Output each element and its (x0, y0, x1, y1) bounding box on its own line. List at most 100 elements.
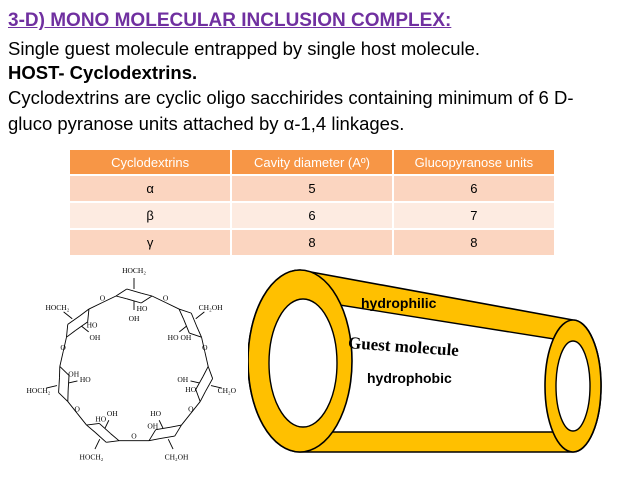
bond-line (195, 376, 204, 390)
bond-line (79, 308, 90, 317)
bond-line (67, 375, 70, 391)
bond-line (195, 311, 205, 320)
bond-line (190, 401, 201, 414)
header-glucopyranose-units: Glucopyranose units (392, 150, 554, 175)
bond-line (165, 302, 180, 310)
hydroxyl-label: HO (150, 409, 161, 418)
oxygen-label: O (74, 404, 80, 413)
bond-line (195, 389, 201, 402)
hydroxyl-label: HO (80, 375, 91, 384)
bond-line (196, 326, 202, 338)
bond-line (46, 385, 58, 389)
oxygen-label: O (202, 343, 208, 352)
bond-line (148, 438, 161, 442)
bond-line (58, 377, 60, 393)
bond-line (140, 295, 153, 304)
oxygen-label: O (100, 294, 106, 303)
table-cell: 7 (392, 201, 554, 229)
bond-line (201, 337, 206, 352)
bond-line (88, 302, 103, 310)
header-cavity-diameter: Cavity diameter (Aº) (231, 150, 394, 175)
ch2oh-label: HOCH₂ (80, 452, 104, 461)
oxygen-label: O (131, 432, 137, 441)
bond-line (178, 308, 192, 314)
hydroxyl-label: OH (180, 333, 191, 342)
hydroxyl-label: OH (147, 422, 158, 431)
tube-right-hole (555, 340, 591, 432)
ch2oh-label: HOCH₂ (122, 268, 146, 275)
bond-line (210, 385, 222, 389)
ch2oh-label: HOCH₂ (27, 386, 51, 395)
ch2oh-label: HOCH₂ (45, 303, 69, 312)
tube-left-hole (268, 298, 338, 428)
bond-line (126, 288, 142, 294)
bond-line (59, 351, 64, 367)
bond-line (189, 332, 202, 338)
bond-line (76, 413, 87, 426)
bond-line (86, 424, 96, 433)
bond-line (104, 420, 110, 429)
bond-line (190, 312, 198, 328)
table-cell: 6 (392, 174, 554, 202)
hydroxyl-label: HO (95, 415, 106, 424)
bond-line (155, 426, 171, 431)
host-text: HOST- Cyclodextrins. (8, 62, 198, 83)
bond-line (94, 438, 101, 450)
header-cyclodextrins: Cyclodextrins (70, 150, 233, 175)
bond-line (87, 308, 90, 322)
table-header-row: Cyclodextrins Cavity diameter (Aº) Gluco… (70, 150, 554, 175)
bond-line (183, 319, 190, 334)
bond-line (110, 433, 120, 442)
hydroxyl-label: HO (185, 385, 196, 394)
hydroxyl-label: HO (87, 320, 98, 329)
bond-line (106, 440, 120, 443)
table-cell: α (70, 174, 233, 202)
hydroxyl-label: OH (129, 314, 140, 323)
hydroxyl-label: HO (137, 304, 148, 313)
ch2oh-label: CH₂OH (165, 452, 189, 461)
table-row: α 5 6 (70, 174, 554, 202)
definition-text: Single guest molecule entrapped by singl… (8, 38, 481, 59)
bond-line (99, 423, 111, 434)
cyclodextrin-table: Cyclodextrins Cavity diameter (Aº) Gluco… (70, 150, 554, 255)
hydroxyl-label: HO (168, 333, 179, 342)
bond-line (115, 288, 128, 297)
bond-line (81, 325, 89, 333)
table-row: γ 8 8 (70, 228, 554, 255)
ch2oh-label: CH₂OH (199, 303, 223, 312)
bond-line (167, 438, 174, 450)
bond-line (159, 435, 175, 439)
bond-line (66, 324, 69, 338)
description-line-2: gluco pyranose units attached by α-1,4 l… (8, 113, 405, 134)
table-cell: 5 (231, 174, 394, 202)
bond-line (179, 325, 187, 333)
bond-line (115, 295, 127, 300)
bond-line (199, 391, 206, 402)
bond-line (86, 422, 100, 426)
bond-line (67, 401, 78, 414)
oxygen-label: O (60, 343, 66, 352)
inclusion-tube-illustration (247, 262, 618, 457)
table-cell: 8 (231, 228, 394, 255)
bond-line (63, 311, 73, 320)
hydrophobic-label: hydrophobic (367, 370, 452, 386)
table-cell: γ (70, 228, 233, 255)
cyclodextrin-structure: OHOCH₂OHHOOCH₂OHHOOHOCH₂OHOHHOOCH₂OHHOOH… (26, 266, 243, 468)
bond-line (67, 315, 81, 325)
bond-line (158, 420, 164, 429)
ch2oh-label: CH₂OH (218, 386, 236, 395)
hydroxyl-label: OH (177, 375, 188, 384)
bond-line (68, 380, 78, 384)
bond-line (204, 351, 209, 367)
bond-line (202, 366, 209, 377)
tube-drawing (247, 269, 602, 453)
oxygen-label: O (188, 404, 194, 413)
table-cell: 6 (231, 201, 394, 229)
cyclodextrin-structure-drawing: OHOCH₂OHHOOCH₂OHHOOHOCH₂OHOHHOOCH₂OHHOOH… (27, 266, 243, 461)
hydrophilic-label: hydrophilic (361, 295, 437, 311)
table-cell: β (70, 201, 233, 229)
hydroxyl-label: OH (68, 370, 79, 379)
bond-line (126, 298, 142, 304)
oxygen-label: O (163, 294, 169, 303)
